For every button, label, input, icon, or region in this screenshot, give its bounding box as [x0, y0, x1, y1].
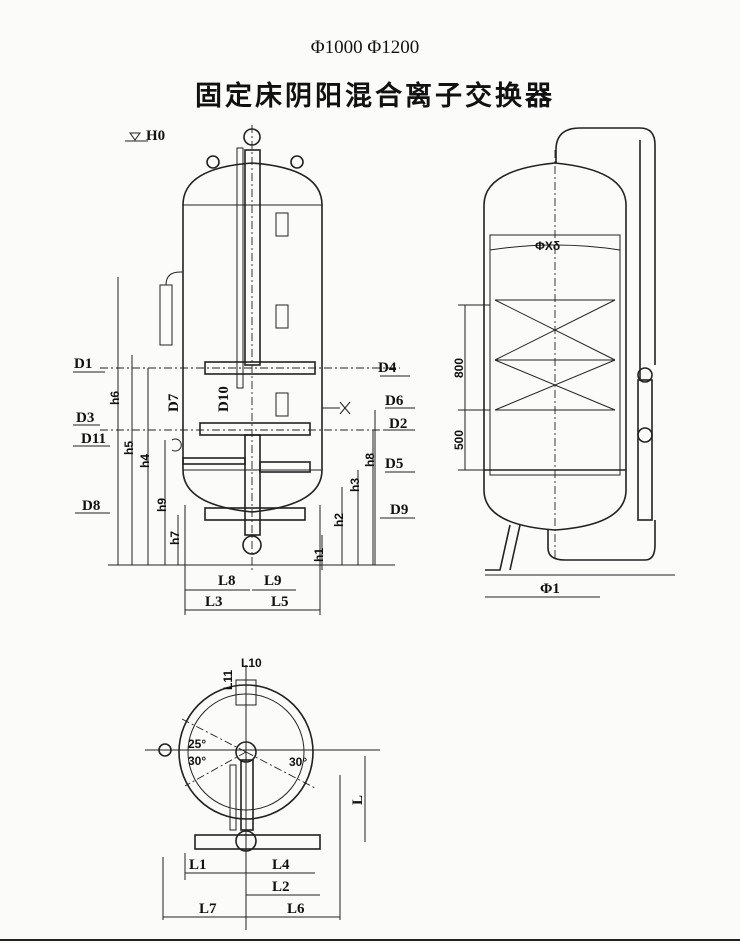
label-L1: L1 [189, 857, 207, 873]
label-h5: h5 [122, 441, 136, 455]
label-h4: h4 [138, 454, 152, 468]
label-D4: D4 [378, 360, 397, 376]
side-view: 800 500 ΦXδ Φ1 [452, 127, 675, 598]
label-Phi1: Φ1 [540, 581, 560, 597]
label-h2: h2 [332, 513, 346, 527]
label-L7: L7 [199, 901, 217, 917]
label-D3: D3 [76, 410, 94, 426]
label-L10: L10 [241, 656, 262, 670]
label-h6: h6 [108, 391, 122, 405]
label-D6: D6 [385, 393, 404, 409]
label-L3: L3 [205, 594, 223, 610]
label-h9: h9 [155, 498, 169, 512]
label-D11: D11 [81, 431, 106, 447]
label-h3: h3 [348, 478, 362, 492]
label-L11: L11 [221, 670, 235, 690]
label-D5: D5 [385, 456, 403, 472]
label-D10: D10 [216, 386, 232, 412]
label-h8: h8 [363, 453, 377, 467]
model-sizes: Φ1000 Φ1200 [311, 37, 420, 58]
top-view: L11 L10 25° 30° 30° L L1 L4 L2 L7 L6 [145, 656, 380, 930]
front-view: H0 D1 D4 D7 D10 D6 D3 D2 D11 D5 D8 D9 h6… [73, 125, 415, 615]
drawing-title: 固定床阴阳混合离子交换器 [195, 80, 555, 112]
label-L5: L5 [271, 594, 289, 610]
label-D2: D2 [389, 416, 407, 432]
label-L9: L9 [264, 573, 282, 589]
label-h1: h1 [312, 548, 326, 562]
label-D8: D8 [82, 498, 100, 514]
label-30deg-right: 30° [289, 755, 307, 769]
label-25deg: 25° [188, 737, 206, 751]
label-h7: h7 [168, 531, 182, 545]
label-L2: L2 [272, 879, 290, 895]
label-D7: D7 [166, 393, 182, 412]
label-H0: H0 [146, 128, 165, 144]
label-L4: L4 [272, 857, 290, 873]
label-D9: D9 [390, 502, 408, 518]
label-30deg-left: 30° [188, 754, 206, 768]
label-shell: ΦXδ [535, 239, 560, 253]
label-D1: D1 [74, 356, 92, 372]
label-500: 500 [452, 430, 466, 450]
label-L: L [350, 795, 366, 805]
label-800: 800 [452, 358, 466, 378]
label-L8: L8 [218, 573, 236, 589]
label-L6: L6 [287, 901, 305, 917]
